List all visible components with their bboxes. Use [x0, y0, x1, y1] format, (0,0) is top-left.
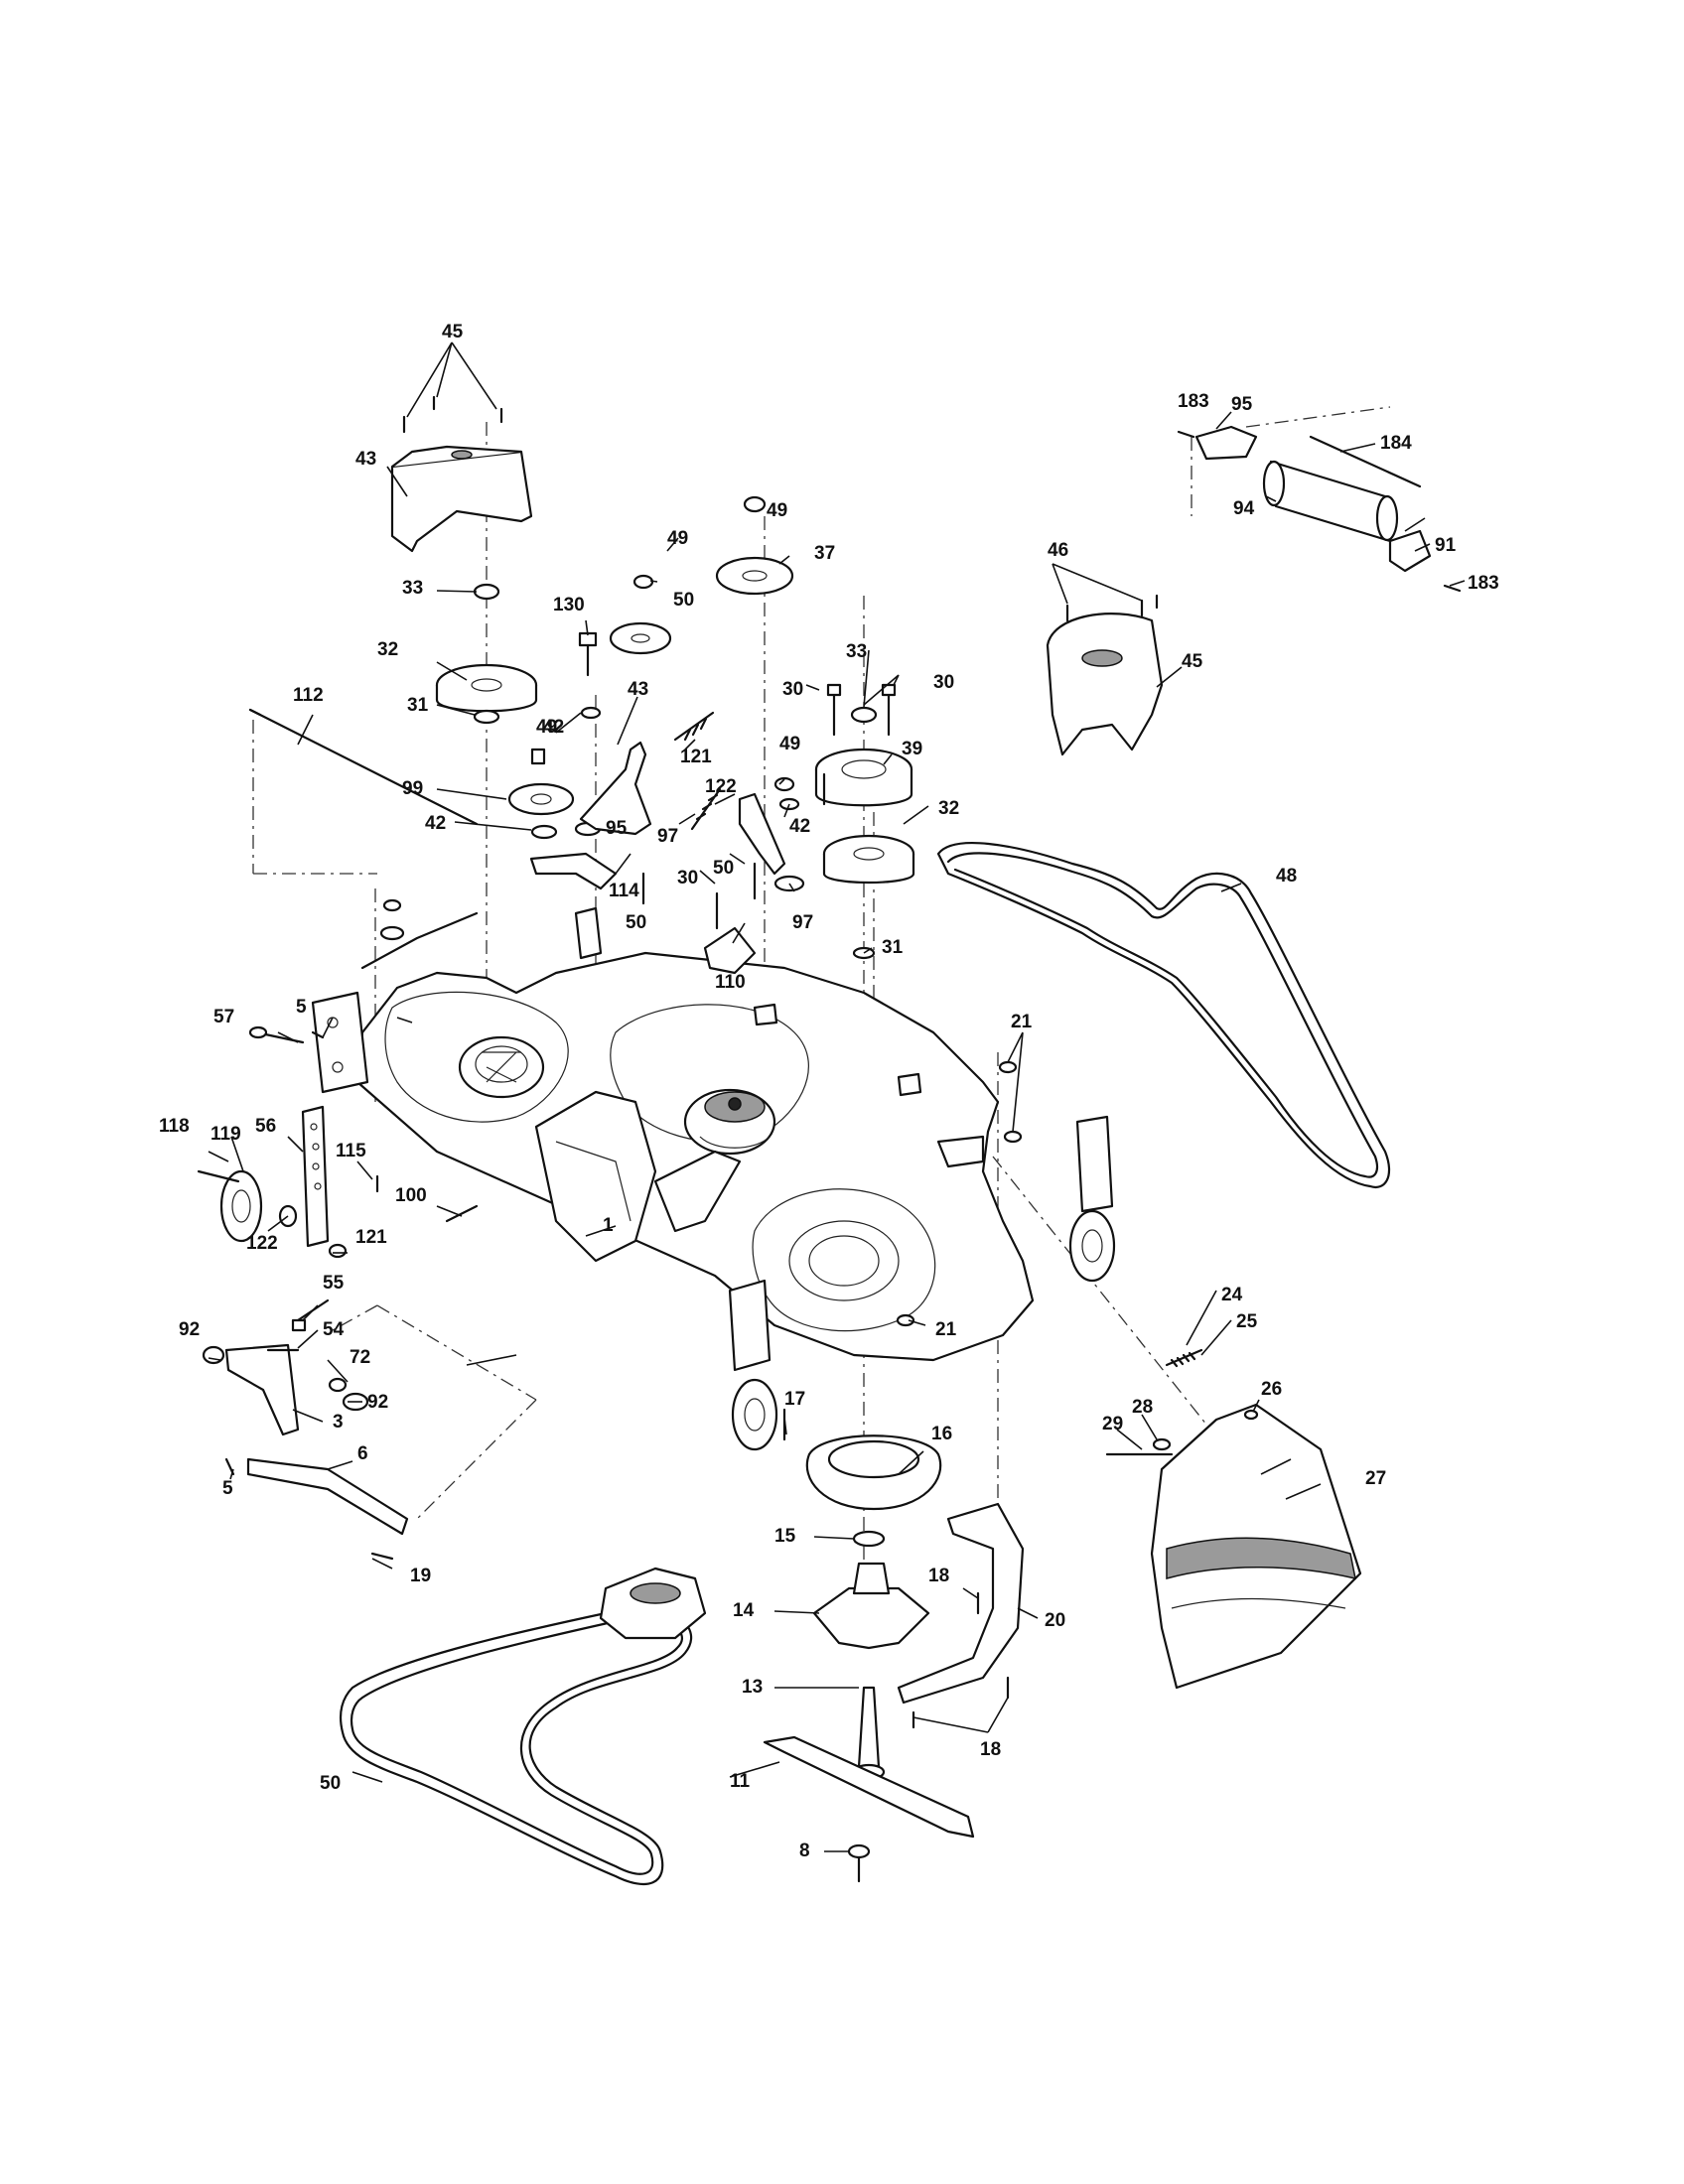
part-labels: 45 43 33 32 31 112 99 42 49 130 42 43 49…	[159, 322, 1499, 1861]
part-label: 130	[553, 595, 585, 615]
discharge-chute	[1105, 1348, 1362, 1690]
part-label: 39	[902, 739, 922, 759]
part-label: 97	[792, 912, 813, 933]
part-label: 11	[730, 1771, 751, 1792]
part-label: 37	[814, 543, 835, 564]
part-label: 57	[213, 1007, 234, 1027]
part-label: 92	[367, 1392, 388, 1413]
part-label: 94	[1233, 498, 1255, 519]
deck-pulleys	[435, 495, 915, 975]
part-label: 21	[1011, 1012, 1033, 1032]
part-label: 15	[774, 1526, 796, 1547]
part-label: 27	[1365, 1468, 1386, 1489]
part-label: 30	[782, 679, 803, 700]
part-label: 118	[159, 1116, 190, 1137]
part-label: 45	[442, 322, 464, 342]
part-label: 121	[355, 1227, 387, 1248]
part-label: 114	[609, 881, 639, 901]
part-label: 121	[680, 747, 712, 767]
part-label: 30	[677, 868, 698, 888]
part-label: 95	[606, 818, 628, 839]
part-label: 49	[779, 734, 800, 754]
part-label: 115	[336, 1141, 366, 1161]
part-label: 17	[784, 1389, 805, 1410]
part-label: 72	[350, 1347, 370, 1368]
part-label: 18	[980, 1739, 1001, 1760]
part-label: 49	[767, 500, 787, 521]
part-label: 46	[1048, 540, 1068, 561]
part-label: 43	[628, 679, 648, 700]
part-label: 13	[742, 1677, 763, 1698]
part-label: 5	[296, 997, 307, 1018]
part-label: 42	[789, 816, 810, 837]
leader-lines	[208, 341, 1466, 1852]
part-label: 42	[425, 813, 446, 834]
part-label: 1	[603, 1215, 614, 1236]
belt-shield-left	[390, 445, 533, 553]
drive-belts	[339, 841, 1391, 1885]
part-label: 33	[846, 641, 867, 662]
part-label: 56	[255, 1116, 276, 1137]
part-label: 49	[536, 717, 557, 738]
part-label: 48	[1276, 866, 1297, 887]
part-label: 32	[377, 639, 398, 660]
part-label: 25	[1236, 1311, 1258, 1332]
part-label: 112	[293, 685, 324, 706]
part-label: 50	[626, 912, 646, 933]
part-label: 16	[931, 1424, 952, 1444]
part-label: 99	[402, 778, 423, 799]
part-label: 122	[246, 1233, 278, 1254]
part-label: 55	[323, 1273, 345, 1294]
part-label: 42	[543, 717, 564, 738]
part-label: 43	[355, 449, 376, 470]
part-label: 122	[705, 776, 737, 797]
anti-scalp-roller-assembly	[1177, 425, 1462, 593]
part-label: 30	[933, 672, 954, 693]
part-label: 183	[1468, 573, 1499, 594]
part-label: 33	[402, 578, 423, 599]
part-label: 50	[713, 858, 734, 879]
gauge-wheels	[219, 1169, 1116, 1451]
part-label: 3	[333, 1412, 344, 1433]
part-label: 24	[1221, 1285, 1243, 1305]
part-label: 31	[407, 695, 429, 716]
part-label: 26	[1261, 1379, 1282, 1400]
part-label: 18	[928, 1566, 949, 1586]
part-label: 29	[1102, 1414, 1123, 1434]
part-label: 100	[395, 1185, 427, 1206]
part-label: 28	[1132, 1397, 1153, 1418]
part-label: 49	[667, 528, 688, 549]
part-label: 92	[179, 1319, 200, 1340]
part-label: 20	[1045, 1610, 1065, 1631]
part-label: 21	[935, 1319, 957, 1340]
part-label: 14	[733, 1600, 755, 1621]
shield-bolts	[402, 395, 1159, 622]
spindle-blade-assembly	[763, 1408, 1025, 1883]
mower-deck-housing	[311, 906, 1114, 1372]
part-label: 8	[799, 1841, 810, 1861]
part-label: 31	[882, 937, 904, 958]
part-label: 110	[715, 972, 746, 993]
part-label: 95	[1231, 394, 1253, 415]
part-label: 184	[1380, 433, 1412, 454]
part-label: 19	[410, 1566, 431, 1586]
part-label: 50	[320, 1773, 341, 1794]
part-label: 119	[210, 1124, 241, 1145]
belt-shield-right	[1046, 613, 1164, 756]
part-label: 50	[673, 590, 694, 611]
part-label: 183	[1178, 391, 1209, 412]
part-label: 97	[657, 826, 678, 847]
deck-rods	[248, 708, 479, 970]
part-label: 5	[222, 1478, 233, 1499]
deck-hardware-left	[379, 898, 1023, 1327]
part-label: 32	[938, 798, 959, 819]
part-label: 45	[1182, 651, 1203, 672]
part-label: 6	[357, 1443, 368, 1464]
part-label: 54	[323, 1319, 345, 1340]
part-label: 91	[1435, 535, 1457, 556]
